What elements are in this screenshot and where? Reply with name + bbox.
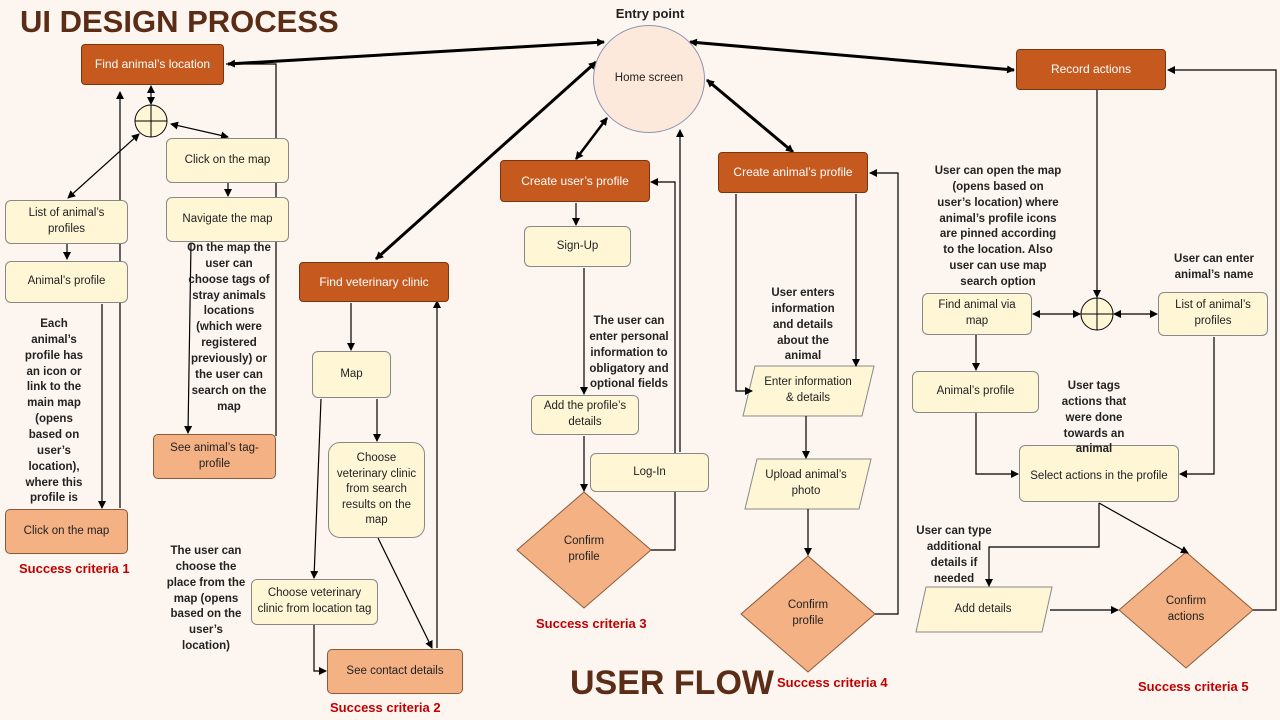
- choose-vet-search-node[interactable]: Choose veterinary clinic from search res…: [328, 442, 425, 538]
- note-personal-info: The user can enter personal information …: [589, 315, 669, 391]
- upload-photo-parallelogram[interactable]: [744, 458, 872, 510]
- junction-icon-1: [134, 104, 168, 138]
- connector-lines: [63, 38, 1277, 675]
- create-user-profile-node[interactable]: Create user’s profile: [500, 160, 650, 202]
- note-enter-name: User can enter animal’s name: [1174, 253, 1254, 281]
- success-criteria-4: Success criteria 4: [777, 675, 888, 690]
- note-type-details: User can type additional details if need…: [916, 525, 992, 585]
- record-actions-node[interactable]: Record actions: [1016, 49, 1166, 90]
- click-on-map-node[interactable]: Click on the map: [166, 138, 289, 183]
- home-screen-node[interactable]: Home screen: [593, 25, 705, 133]
- success-criteria-5: Success criteria 5: [1138, 679, 1249, 694]
- entry-point-label: Entry point: [615, 6, 685, 21]
- log-in-node[interactable]: Log-In: [590, 453, 709, 492]
- diagram-shapes: [134, 104, 1254, 673]
- animal-profile-node[interactable]: Animal’s profile: [5, 261, 128, 303]
- find-animal-location-node[interactable]: Find animal’s location: [81, 44, 224, 85]
- note-animal-profile-link: Each animal’s profile has an icon or lin…: [24, 318, 84, 505]
- sign-up-node[interactable]: Sign-Up: [524, 226, 631, 267]
- list-animal-profiles-node[interactable]: List of animal’s profiles: [5, 200, 128, 244]
- animal-profile-5-node[interactable]: Animal’s profile: [912, 371, 1039, 413]
- main-title: UI DESIGN PROCESS: [20, 4, 339, 39]
- select-actions-node[interactable]: Select actions in the profile: [1019, 445, 1179, 502]
- confirm-actions-diamond[interactable]: [1118, 551, 1254, 669]
- enter-info-parallelogram[interactable]: [742, 365, 875, 417]
- success-criteria-2: Success criteria 2: [330, 700, 441, 715]
- see-contact-details-node[interactable]: See contact details: [327, 649, 463, 694]
- vet-map-node[interactable]: Map: [312, 351, 391, 398]
- success-criteria-3: Success criteria 3: [536, 616, 647, 631]
- confirm-profile-diamond-3[interactable]: [516, 491, 652, 609]
- confirm-profile-diamond-4[interactable]: [740, 555, 876, 673]
- choose-vet-tag-node[interactable]: Choose veterinary clinic from location t…: [251, 579, 378, 625]
- click-on-map-bottom-node[interactable]: Click on the map: [5, 509, 128, 554]
- see-tag-profile-node[interactable]: See animal’s tag-profile: [153, 434, 276, 479]
- find-animal-via-map-node[interactable]: Find animal via map: [922, 293, 1032, 335]
- note-tag-actions: User tags actions that were done towards…: [1061, 380, 1127, 456]
- note-open-map: User can open the map (opens based on us…: [934, 165, 1062, 289]
- add-details-parallelogram[interactable]: [915, 586, 1053, 633]
- note-enter-info: User enters information and details abou…: [771, 287, 835, 363]
- user-flow-title: USER FLOW: [570, 664, 774, 702]
- note-choose-place: The user can choose the place from the m…: [166, 545, 246, 653]
- list-animal-profiles-5-node[interactable]: List of animal’s profiles: [1158, 292, 1268, 336]
- note-map-tags: On the map the user can choose tags of s…: [187, 242, 271, 413]
- find-veterinary-clinic-node[interactable]: Find veterinary clinic: [299, 262, 449, 302]
- junction-icon-5: [1080, 297, 1114, 331]
- create-animal-profile-node[interactable]: Create animal’s profile: [718, 152, 868, 193]
- add-profile-details-node[interactable]: Add the profile’s details: [531, 395, 639, 435]
- navigate-map-node[interactable]: Navigate the map: [166, 197, 289, 242]
- success-criteria-1: Success criteria 1: [19, 561, 130, 576]
